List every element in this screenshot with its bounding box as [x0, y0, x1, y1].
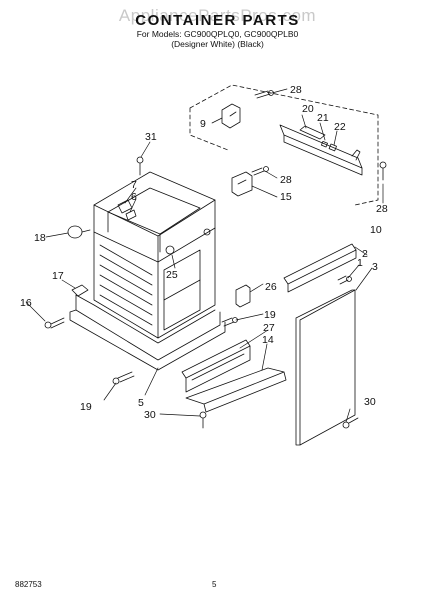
container-body [69, 171, 226, 371]
callout-16: 16 [20, 297, 32, 309]
callout-9: 9 [200, 118, 206, 130]
callout-18: 18 [34, 232, 46, 244]
callout-22: 22 [334, 121, 346, 133]
callout-28: 28 [290, 84, 302, 96]
screw-28-right [379, 161, 387, 181]
callout-2: 2 [362, 248, 368, 260]
screw-16 [44, 317, 65, 329]
part-17-hinge [71, 284, 89, 297]
screw-28-top [254, 90, 274, 99]
callout-21: 21 [317, 112, 329, 124]
callout-30: 30 [144, 409, 156, 421]
callout-31: 31 [145, 131, 157, 143]
part-9-bracket [221, 103, 241, 129]
part-26-bracket [235, 284, 251, 308]
part-2-handle [283, 243, 357, 293]
leader-lines [25, 88, 384, 423]
screw-31 [136, 156, 144, 176]
watermark-text: AppliancePartsPros.com [118, 6, 317, 25]
screw-30-left [199, 411, 207, 429]
models-line: For Models: GC900QPLQ0, GC900QPLB0 [136, 29, 299, 39]
screw-19-left [112, 371, 135, 385]
callout-10: 10 [370, 224, 382, 236]
callout-20: 20 [302, 103, 314, 115]
document-number: 882753 [15, 580, 42, 589]
part-3-door-panel [295, 289, 356, 446]
callout-3: 3 [372, 261, 378, 273]
callout-1: 1 [357, 257, 363, 269]
screw-28-middle [251, 166, 269, 176]
callout-7: 7 [131, 179, 137, 191]
part-6-clip [125, 209, 137, 221]
callout-labels: 28 9 20 21 22 31 7 6 28 15 28 10 18 2 25… [20, 84, 388, 421]
callout-26: 26 [265, 281, 277, 293]
part-18-knob [67, 225, 91, 239]
screw-1 [337, 275, 352, 285]
part-15-bracket [231, 171, 253, 197]
callout-27: 27 [263, 322, 275, 334]
diagram-title: CONTAINER PARTS [135, 12, 300, 29]
top-rail-assembly [279, 124, 363, 176]
callout-17: 17 [52, 270, 64, 282]
callout-28: 28 [376, 203, 388, 215]
callout-25: 25 [166, 269, 178, 281]
callout-19: 19 [264, 309, 276, 321]
callout-6: 6 [131, 191, 137, 203]
model-numbers: For Models: GC900QPLQ0, GC900QPLB0 (Desi… [0, 29, 435, 49]
screw-30-right [342, 417, 359, 429]
callout-14: 14 [262, 334, 274, 346]
page-number: 5 [212, 580, 217, 589]
callout-28: 28 [280, 174, 292, 186]
callout-5: 5 [138, 397, 144, 409]
part-27-drawer-front [181, 339, 251, 393]
callout-30: 30 [364, 396, 376, 408]
screw-19-right [221, 317, 238, 327]
variants-line: (Designer White) (Black) [171, 39, 264, 49]
dashed-group-outline [189, 84, 379, 206]
callout-15: 15 [280, 191, 292, 203]
part-14-drawer-handle [185, 367, 287, 413]
callout-19: 19 [80, 401, 92, 413]
